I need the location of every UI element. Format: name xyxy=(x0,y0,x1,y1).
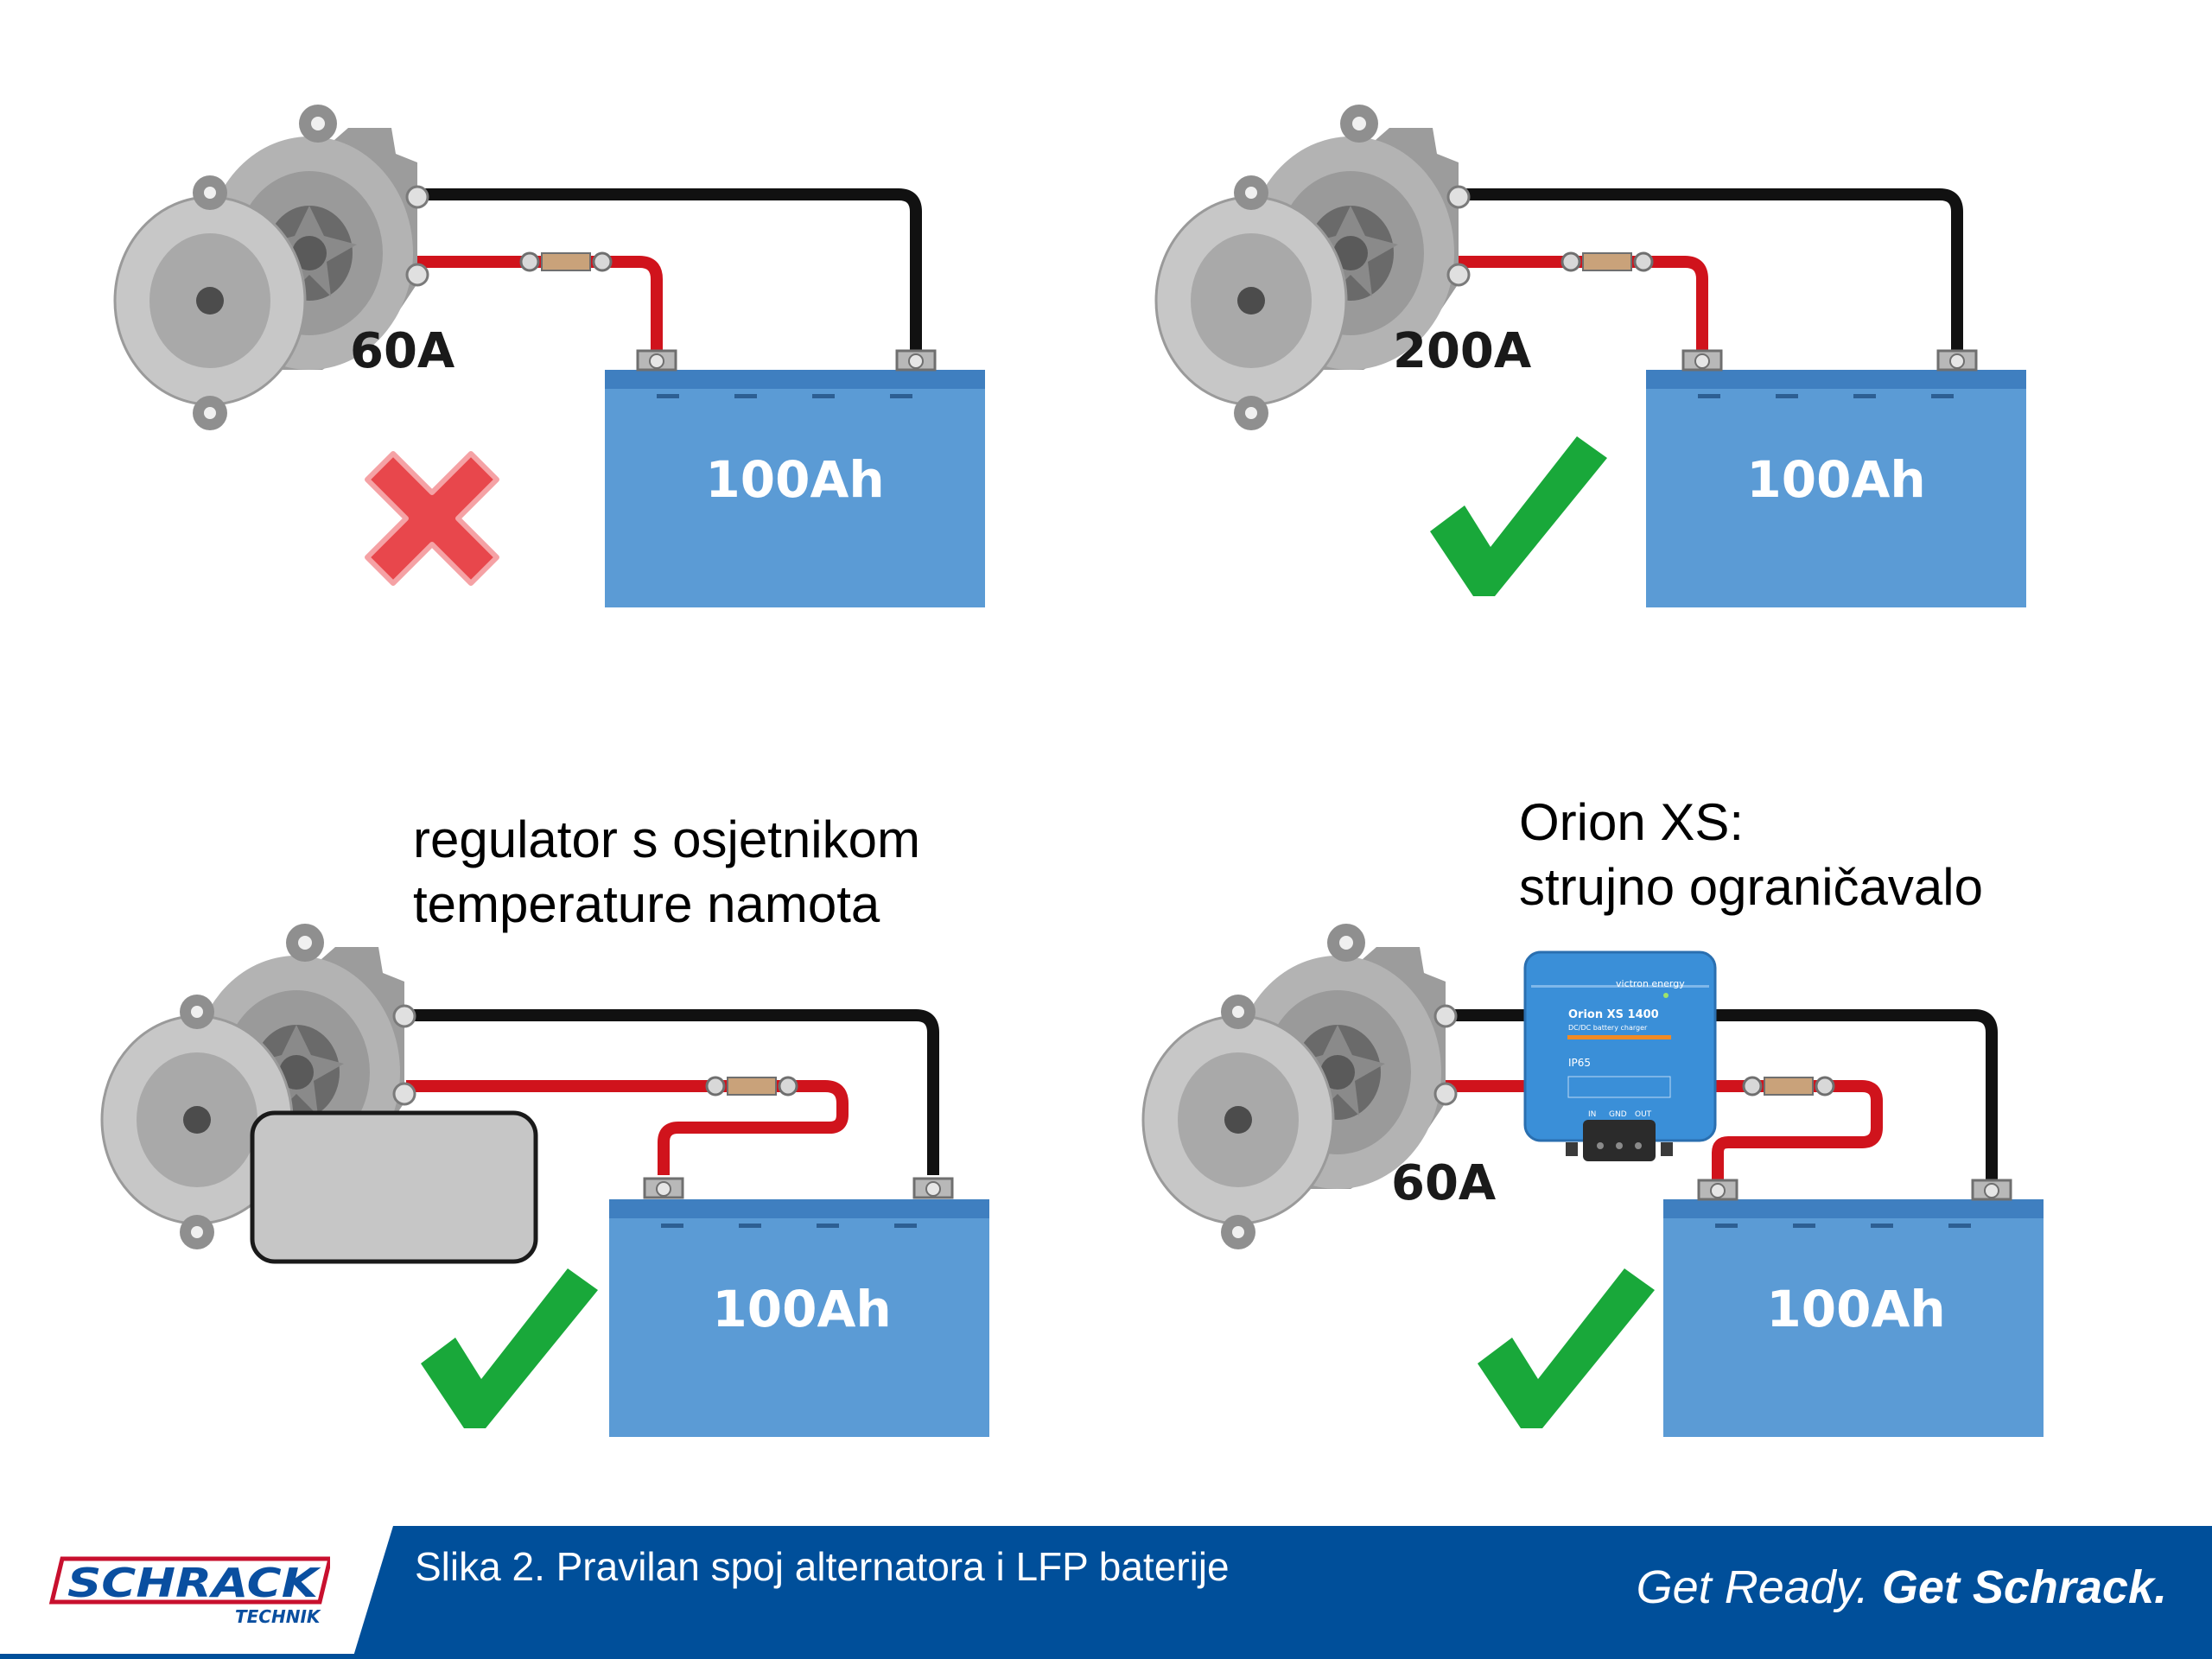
negative-wire xyxy=(417,188,922,350)
negative-wire xyxy=(406,1009,939,1175)
fuse xyxy=(519,251,613,272)
footer: SCHRACK TECHNIK Slika 2. Pravilan spoj a… xyxy=(0,1526,2212,1659)
alternator-current-label: 60A xyxy=(350,323,455,379)
negative-wire xyxy=(1459,188,1963,350)
panel-3-caption-line-1: regulator s osjetnikom xyxy=(413,810,920,868)
battery-terminal-negative xyxy=(1936,349,1978,372)
slogan-part-2: Get Schrack. xyxy=(1881,1561,2167,1613)
orion-model: Orion XS 1400 xyxy=(1568,1008,1659,1021)
orion-port-in: IN xyxy=(1588,1110,1596,1119)
temperature-regulator xyxy=(250,1110,538,1264)
fuse xyxy=(705,1076,798,1096)
panel-1: 60A 100Ah xyxy=(113,103,985,607)
footer-band xyxy=(0,1526,2212,1659)
battery-capacity-label: 100Ah xyxy=(1766,1280,1945,1338)
negative-wire xyxy=(1707,1009,1998,1179)
schrack-logo: SCHRACK TECHNIK xyxy=(48,1556,330,1627)
orion-xs-device: victron energy Orion XS 1400 DC/DC batte… xyxy=(1523,950,1717,1161)
positive-wire xyxy=(417,256,663,350)
logo-main: SCHRACK xyxy=(67,1560,321,1606)
slogan-part-1: Get Ready. xyxy=(1636,1561,1869,1613)
battery-terminal-negative xyxy=(912,1177,954,1199)
orion-port-gnd: GND xyxy=(1609,1110,1627,1119)
battery-terminal-positive xyxy=(643,1177,684,1199)
battery-capacity-label: 100Ah xyxy=(712,1280,891,1338)
positive-wire xyxy=(1459,256,1708,350)
panel-4-caption-line-2: strujno ograničavalo xyxy=(1519,858,1983,916)
battery-terminal-positive xyxy=(1681,349,1723,372)
cross-icon xyxy=(367,454,497,583)
orion-subtitle: DC/DC battery charger xyxy=(1568,1024,1648,1032)
panel-4: victron energy Orion XS 1400 DC/DC batte… xyxy=(1141,922,2044,1437)
orion-port-out: OUT xyxy=(1635,1110,1652,1119)
check-icon xyxy=(421,1268,598,1428)
panel-2: 200A 100Ah xyxy=(1154,103,2026,607)
battery-capacity-label: 100Ah xyxy=(1746,450,1925,509)
orion-brand: victron energy xyxy=(1616,978,1685,989)
fuse xyxy=(1742,1076,1835,1096)
fuse xyxy=(1560,251,1654,272)
orion-rating: IP65 xyxy=(1568,1057,1591,1069)
battery-terminal-positive xyxy=(636,349,677,372)
alternator xyxy=(1154,103,1471,432)
battery-terminal-positive xyxy=(1697,1179,1738,1201)
positive-wire xyxy=(406,1080,849,1175)
battery-terminal-negative xyxy=(895,349,937,372)
positive-wire xyxy=(1707,1080,1883,1179)
panel-3: 100Ah xyxy=(100,922,989,1437)
panel-3-caption-line-2: temperature namota xyxy=(413,875,880,933)
alternator xyxy=(113,103,429,432)
battery-terminal-negative xyxy=(1971,1179,2012,1201)
check-icon xyxy=(1430,436,1607,596)
wiring-diagram: 60A 100Ah 200A 100Ah 100Ah xyxy=(100,103,2044,1437)
logo-sub: TECHNIK xyxy=(235,1606,321,1627)
battery-capacity-label: 100Ah xyxy=(705,450,884,509)
footer-caption: Slika 2. Pravilan spoj alternatora i LFP… xyxy=(415,1544,1230,1589)
footer-slogan: Get Ready. Get Schrack. xyxy=(1637,1560,2167,1614)
alternator-current-label: 200A xyxy=(1393,323,1532,379)
panel-4-caption-line-1: Orion XS: xyxy=(1519,793,1745,851)
check-icon xyxy=(1478,1268,1655,1428)
alternator-current-label: 60A xyxy=(1391,1155,1497,1211)
